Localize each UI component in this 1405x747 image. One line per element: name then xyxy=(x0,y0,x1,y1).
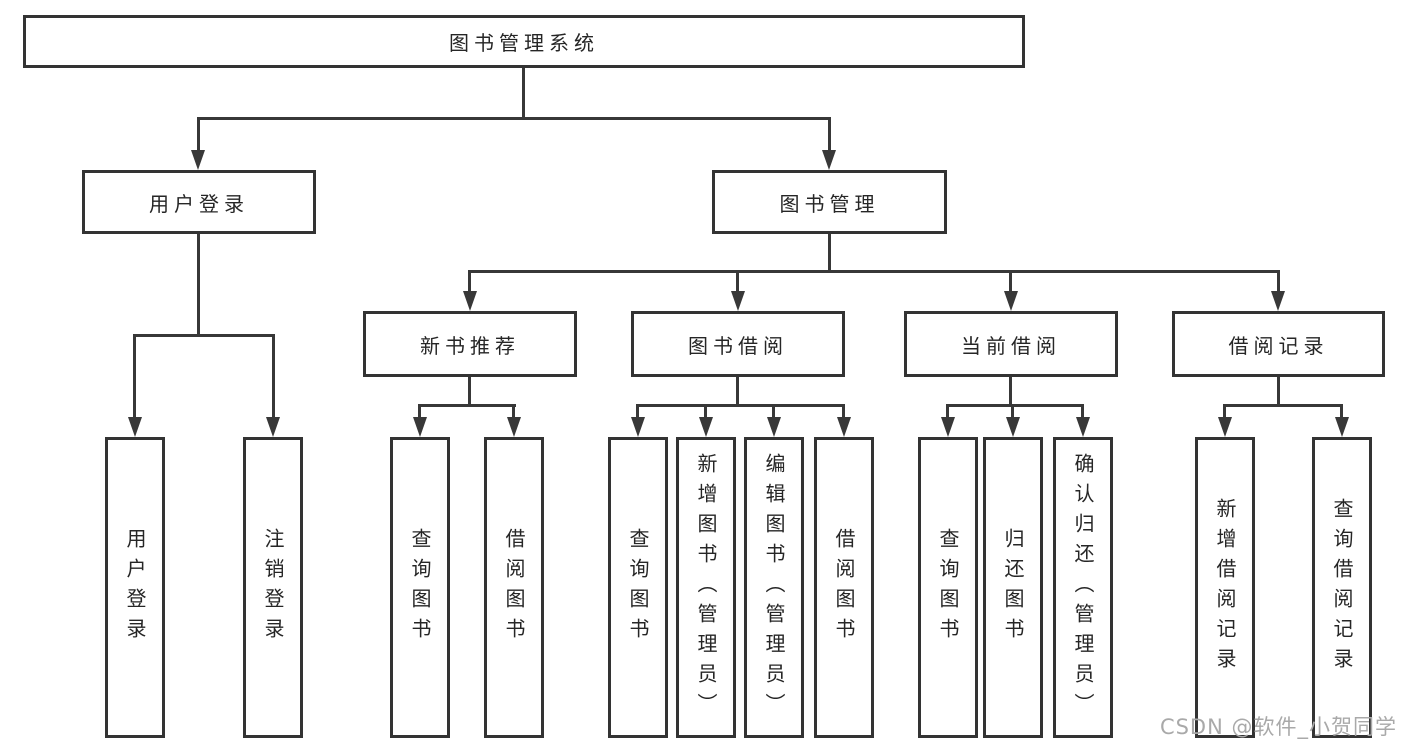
connector-branch xyxy=(133,334,275,337)
node-book-borrowing: 图书借阅 xyxy=(631,311,845,377)
leaf-return-book: 归还图书 xyxy=(983,437,1043,738)
leaf-edit-book-admin: 编辑图书（管理员） xyxy=(744,437,804,738)
node-library-management-system: 图书管理系统 xyxy=(23,15,1025,68)
leaf-confirm-return-admin: 确认归还（管理员） xyxy=(1053,437,1113,738)
connector-line xyxy=(1223,407,1226,420)
connector-branch xyxy=(636,404,845,407)
arrow-down-icon xyxy=(1076,417,1090,437)
connector-line xyxy=(946,407,949,420)
node-user-login: 用户登录 xyxy=(82,170,316,234)
connector-line xyxy=(133,337,136,420)
connector-line xyxy=(828,234,831,273)
connector-line xyxy=(842,407,845,420)
connector-line xyxy=(512,407,515,420)
leaf-logout: 注销登录 xyxy=(243,437,303,738)
leaf-query-books-1: 查询图书 xyxy=(390,437,450,738)
connector-line xyxy=(1081,407,1084,420)
leaf-query-books-2: 查询图书 xyxy=(608,437,668,738)
leaf-query-books-3: 查询图书 xyxy=(918,437,978,738)
arrow-down-icon xyxy=(1335,417,1349,437)
connector-line xyxy=(468,377,471,407)
connector-branch xyxy=(468,270,1280,273)
arrow-down-icon xyxy=(413,417,427,437)
connector-branch xyxy=(946,404,1084,407)
leaf-add-book-admin: 新增图书（管理员） xyxy=(676,437,736,738)
arrow-down-icon xyxy=(1004,291,1018,311)
leaf-query-borrow-record: 查询借阅记录 xyxy=(1312,437,1372,738)
arrow-down-icon xyxy=(266,417,280,437)
connector-line xyxy=(1011,407,1014,420)
node-current-borrowing: 当前借阅 xyxy=(904,311,1118,377)
connector-line xyxy=(704,407,707,420)
connector-line xyxy=(197,120,200,153)
connector-root-stem xyxy=(522,68,525,120)
connector-line xyxy=(736,377,739,407)
leaf-borrow-books-2: 借阅图书 xyxy=(814,437,874,738)
node-new-book-recommendation: 新书推荐 xyxy=(363,311,577,377)
leaf-add-borrow-record: 新增借阅记录 xyxy=(1195,437,1255,738)
leaf-borrow-books-1: 借阅图书 xyxy=(484,437,544,738)
connector-line xyxy=(636,407,639,420)
node-book-management: 图书管理 xyxy=(712,170,947,234)
connector-line xyxy=(1340,407,1343,420)
connector-line xyxy=(1009,377,1012,407)
connector-line xyxy=(197,234,200,337)
leaf-user-login: 用户登录 xyxy=(105,437,165,738)
arrow-down-icon xyxy=(191,150,205,170)
arrow-down-icon xyxy=(837,417,851,437)
connector-line xyxy=(1009,273,1012,294)
arrow-down-icon xyxy=(1218,417,1232,437)
arrow-down-icon xyxy=(731,291,745,311)
arrow-down-icon xyxy=(767,417,781,437)
connector-branch xyxy=(418,404,516,407)
arrow-down-icon xyxy=(941,417,955,437)
arrow-down-icon xyxy=(822,150,836,170)
arrow-down-icon xyxy=(699,417,713,437)
connector-line xyxy=(272,337,275,420)
connector-line xyxy=(736,273,739,294)
csdn-watermark: CSDN @软件_小贺同学 xyxy=(1159,715,1397,739)
connector-line xyxy=(418,407,421,420)
connector-branch xyxy=(1223,404,1343,407)
arrow-down-icon xyxy=(1271,291,1285,311)
arrow-down-icon xyxy=(128,417,142,437)
connector-line xyxy=(1277,273,1280,294)
connector-line xyxy=(1277,377,1280,407)
connector-line xyxy=(772,407,775,420)
arrow-down-icon xyxy=(1006,417,1020,437)
node-borrowing-records: 借阅记录 xyxy=(1172,311,1385,377)
connector-line xyxy=(828,120,831,153)
connector-line xyxy=(468,273,471,294)
arrow-down-icon xyxy=(463,291,477,311)
arrow-down-icon xyxy=(631,417,645,437)
connector-root-branch xyxy=(197,117,831,120)
arrow-down-icon xyxy=(507,417,521,437)
